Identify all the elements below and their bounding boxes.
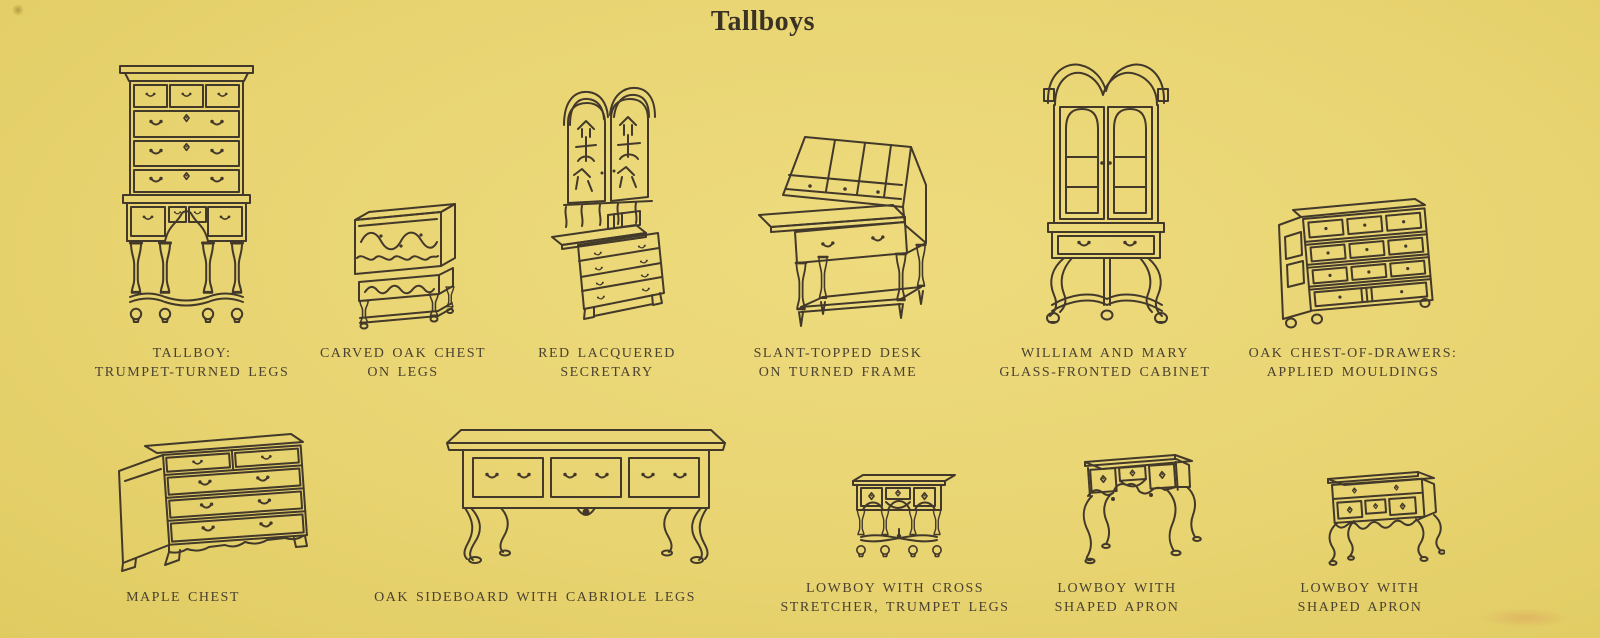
caption-lowboy-shaped-apron-2: LOWBOY WITH SHAPED APRON	[1258, 580, 1462, 617]
oak-sideboard-illustration	[446, 429, 726, 564]
figure-lowboy-cross-stretcher	[845, 468, 963, 565]
caption-line: GLASS-FRONTED CABINET	[999, 364, 1211, 380]
caption-tallboy: TALLBOY: TRUMPET-TURNED LEGS	[77, 345, 307, 382]
red-lacquered-secretary-illustration	[551, 86, 665, 320]
caption-line: WILLIAM AND MARY	[1021, 346, 1189, 361]
caption-line: OAK SIDEBOARD WITH CABRIOLE LEGS	[374, 590, 696, 605]
figure-wm-cabinet	[1032, 53, 1192, 330]
paper-smudge	[1480, 608, 1570, 628]
carved-oak-chest-illustration	[354, 203, 456, 330]
caption-maple-chest: MAPLE CHEST	[83, 589, 283, 608]
caption-line: SECRETARY	[560, 364, 654, 380]
caption-line: TALLBOY:	[152, 346, 232, 361]
caption-slant-desk: SLANT-TOPPED DESK ON TURNED FRAME	[727, 345, 949, 382]
caption-line: MAPLE CHEST	[126, 590, 240, 605]
caption-lowboy-shaped-apron-1: LOWBOY WITH SHAPED APRON	[1015, 580, 1219, 617]
caption-line: RED LACQUERED	[538, 346, 676, 361]
caption-line: ON LEGS	[367, 364, 439, 380]
caption-line: LOWBOY WITH	[1057, 581, 1177, 596]
caption-line: CARVED OAK CHEST	[319, 346, 487, 361]
figure-tallboy	[103, 55, 270, 333]
figure-maple-chest	[107, 423, 308, 572]
caption-line: TRUMPET-TURNED LEGS	[94, 364, 290, 380]
lowboy-shaped-apron-2-illustration	[1327, 471, 1445, 566]
caption-line: SHAPED APRON	[1297, 599, 1423, 615]
figure-lowboy-shaped-apron-1	[1075, 443, 1203, 568]
caption-secretary: RED LACQUERED SECRETARY	[507, 345, 707, 382]
slant-topped-desk-illustration	[758, 136, 927, 327]
caption-carved-oak-chest: CARVED OAK CHEST ON LEGS	[303, 345, 503, 382]
caption-oak-chest-of-drawers: OAK CHEST-OF-DRAWERS: APPLIED MOULDINGS	[1229, 345, 1477, 382]
plate-title: Tallboys	[710, 6, 816, 37]
caption-line: LOWBOY WITH CROSS	[805, 581, 985, 596]
figure-secretary	[548, 85, 680, 325]
figure-carved-oak-chest	[343, 190, 477, 333]
lowboy-shaped-apron-1-illustration	[1082, 454, 1202, 565]
caption-line: STRETCHER, TRUMPET LEGS	[780, 599, 1010, 615]
oak-chest-of-drawers-illustration	[1278, 198, 1434, 329]
caption-line: ON TURNED FRAME	[758, 364, 918, 380]
caption-lowboy-cross-stretcher: LOWBOY WITH CROSS STRETCHER, TRUMPET LEG…	[772, 580, 1018, 617]
figure-slant-desk	[753, 125, 930, 330]
caption-line: APPLIED MOULDINGS	[1266, 364, 1440, 380]
caption-line: OAK CHEST-OF-DRAWERS:	[1248, 346, 1458, 361]
caption-wm-cabinet: WILLIAM AND MARY GLASS-FRONTED CABINET	[985, 345, 1225, 382]
maple-chest-illustration	[118, 433, 308, 572]
caption-line: SHAPED APRON	[1054, 599, 1180, 615]
tallboy-illustration	[119, 65, 254, 323]
figure-lowboy-shaped-apron-2	[1320, 463, 1445, 567]
lowboy-cross-stretcher-illustration	[852, 474, 956, 558]
figure-oak-sideboard	[437, 418, 735, 565]
caption-line: LOWBOY WITH	[1300, 581, 1420, 596]
figure-oak-chest-of-drawers	[1265, 195, 1435, 333]
caption-line: SLANT-TOPPED DESK	[753, 346, 923, 361]
caption-oak-sideboard: OAK SIDEBOARD WITH CABRIOLE LEGS	[370, 589, 700, 608]
william-and-mary-cabinet-illustration	[1043, 63, 1169, 324]
